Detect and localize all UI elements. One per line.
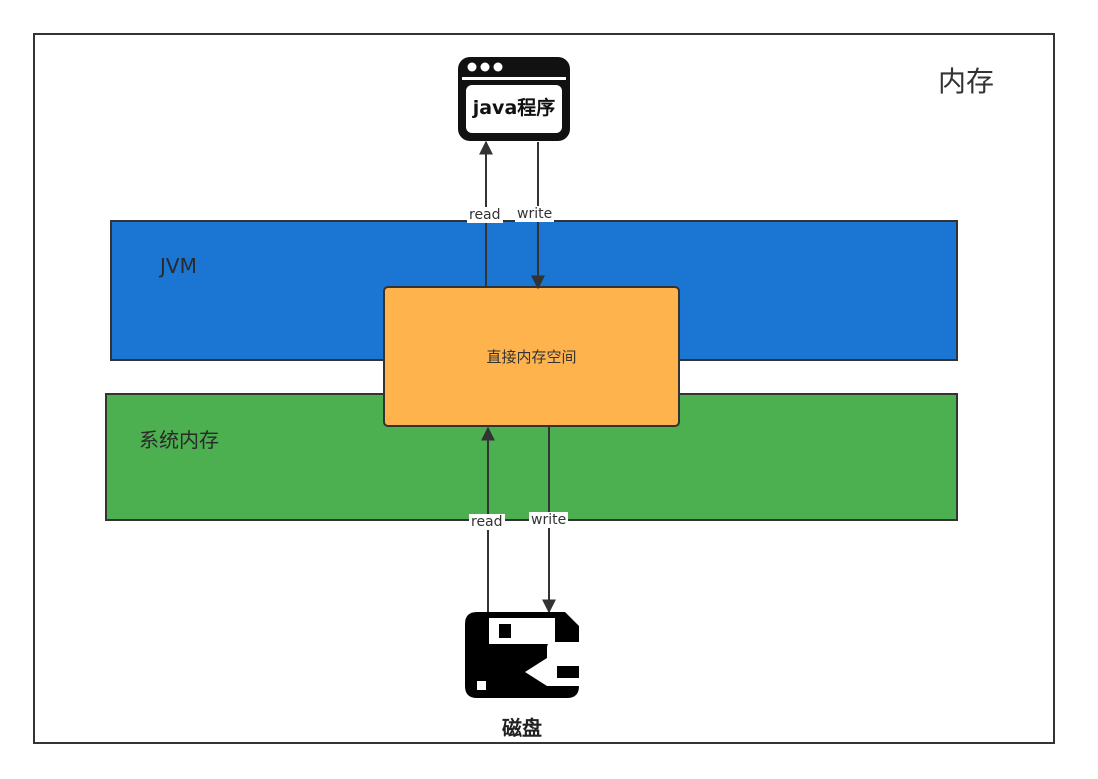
- memory-label: 内存: [938, 65, 995, 98]
- floppy-disk-icon: [465, 612, 579, 698]
- top-read-label: read: [467, 207, 503, 223]
- bottom-read-label: read: [469, 514, 505, 530]
- direct-memory-box: 直接内存空间: [383, 286, 680, 427]
- java-program-label: java程序: [472, 97, 556, 119]
- system-memory-label: 系统内存: [139, 428, 219, 452]
- disk-label: 磁盘: [502, 716, 542, 740]
- jvm-label: JVM: [160, 254, 197, 278]
- bottom-write-label: write: [529, 512, 569, 528]
- direct-memory-label: 直接内存空间: [486, 348, 577, 366]
- memory-container: [33, 33, 1055, 744]
- top-write-label: write: [515, 206, 555, 222]
- browser-window-icon: [458, 57, 570, 141]
